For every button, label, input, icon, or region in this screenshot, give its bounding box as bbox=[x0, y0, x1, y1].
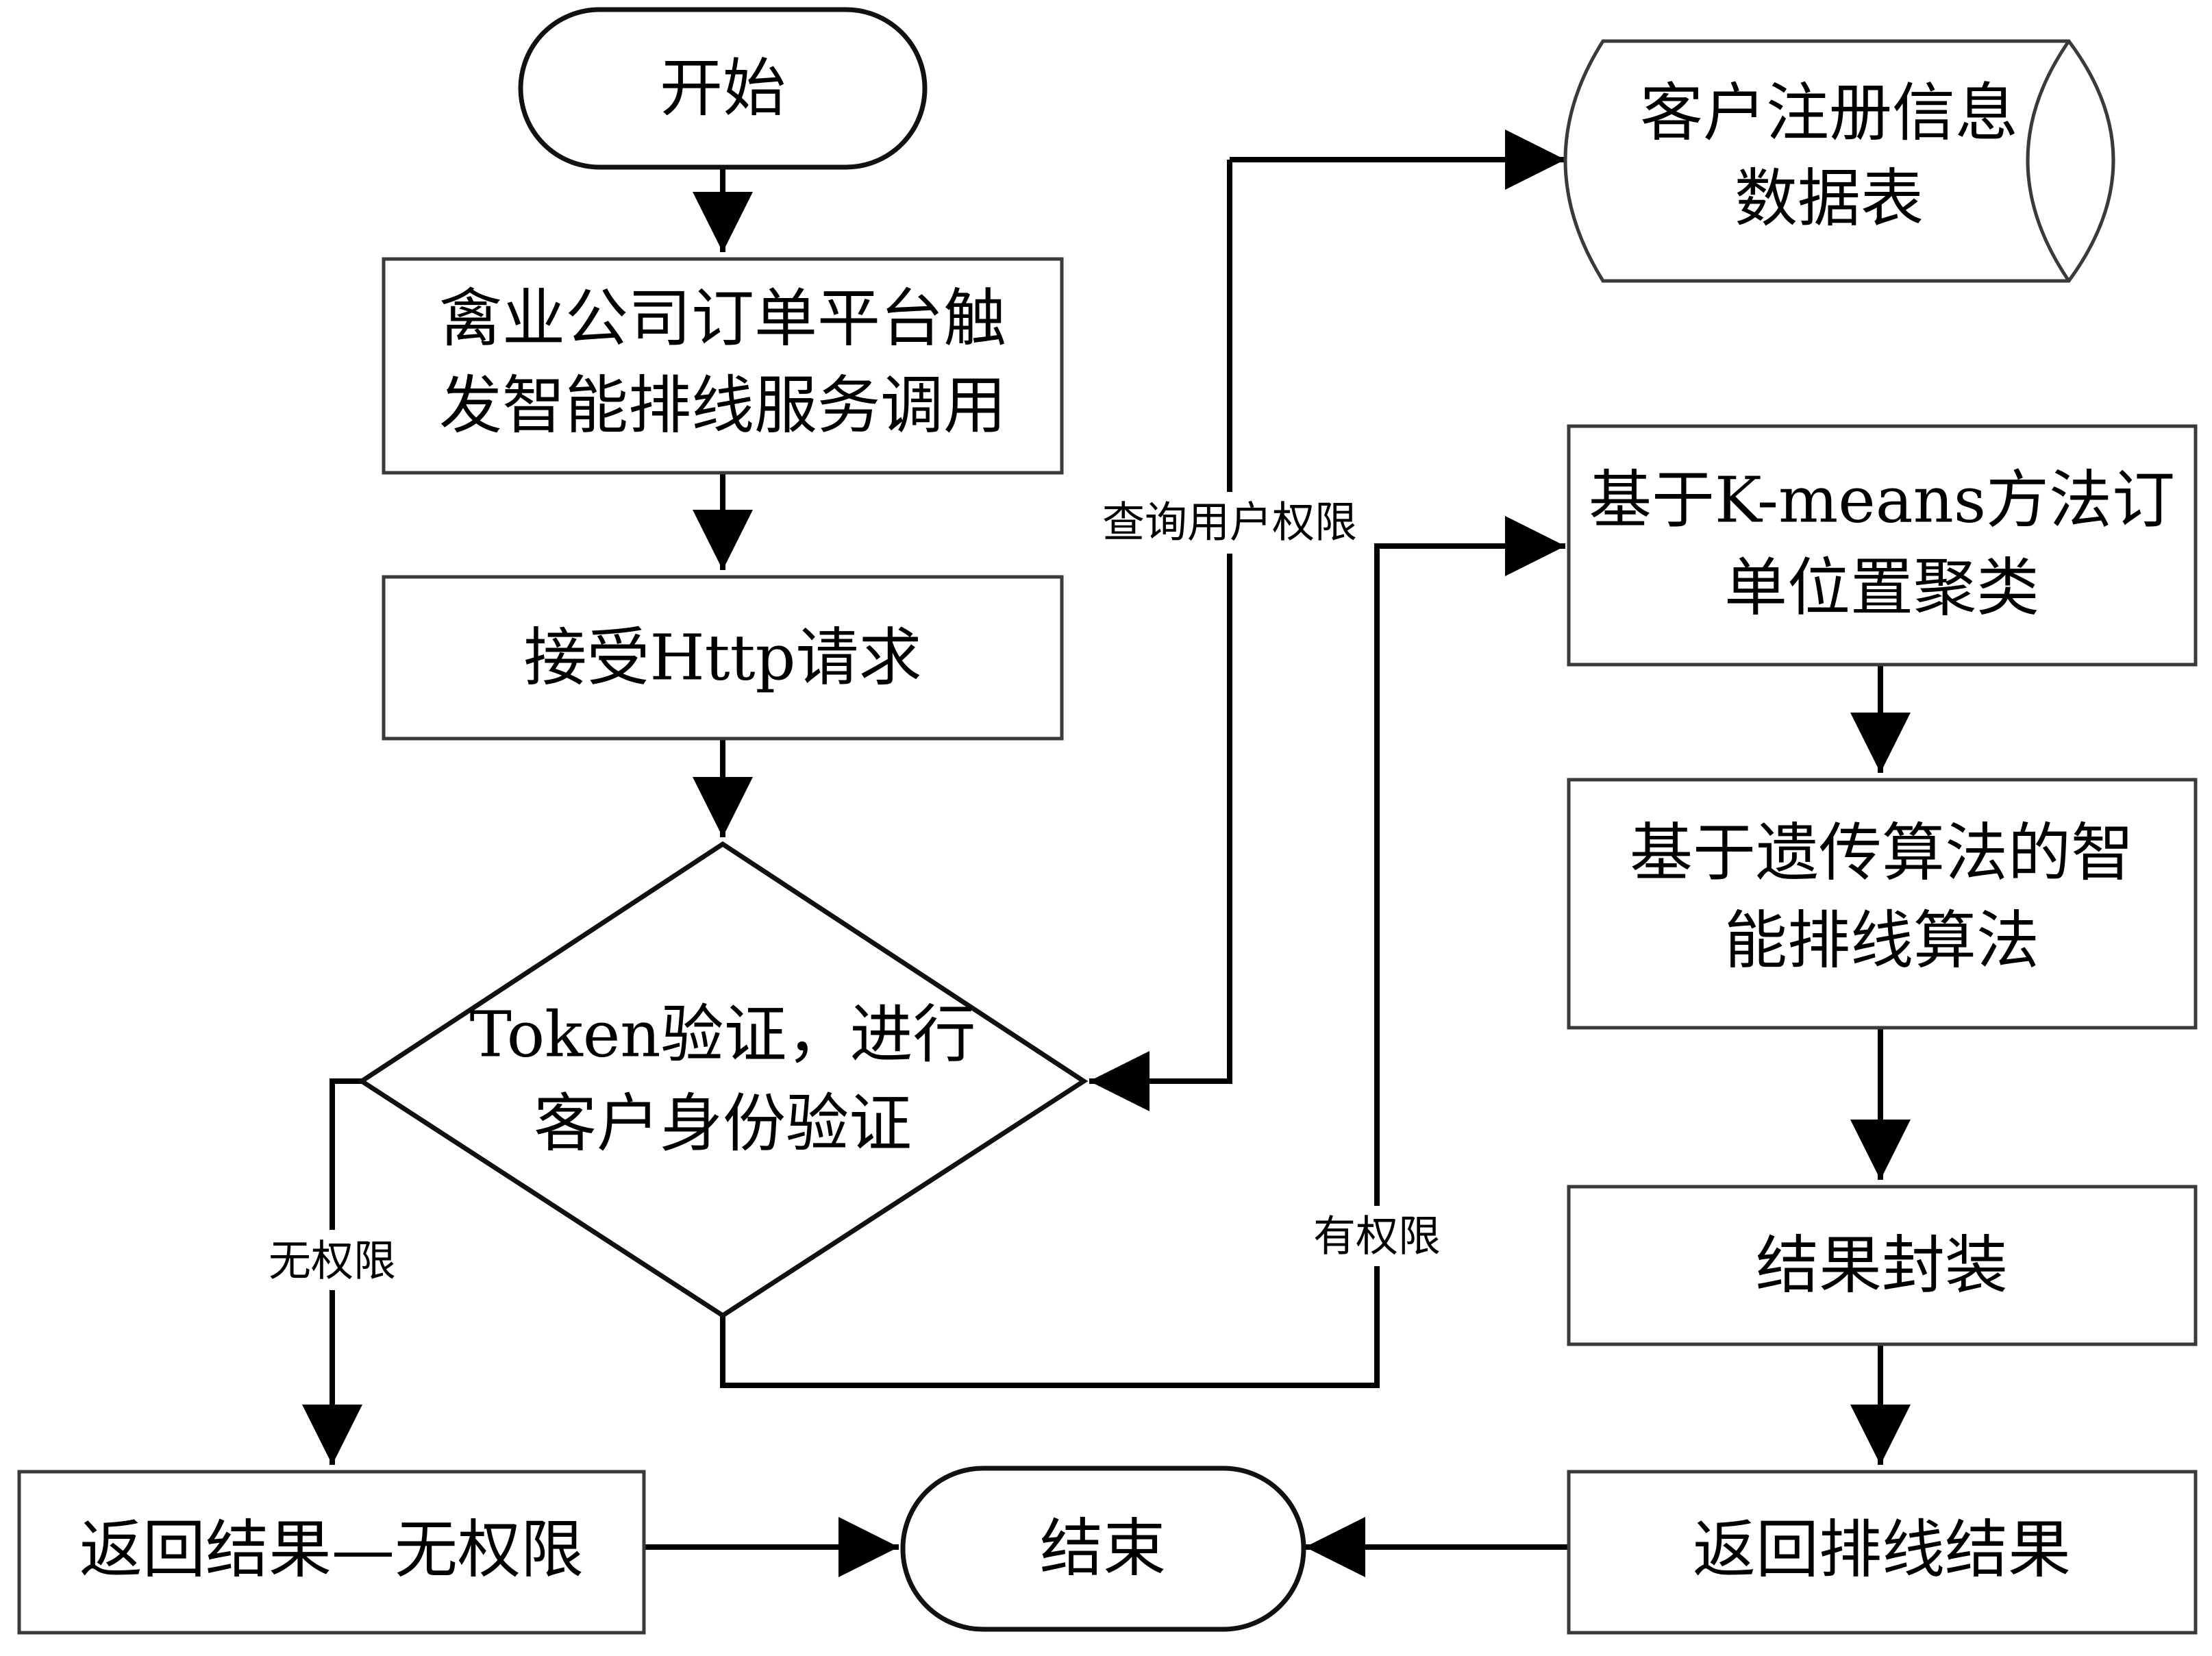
node-trigger-line1: 禽业公司订单平台触 bbox=[439, 282, 1006, 356]
node-return-result-label: 返回排线结果 bbox=[1693, 1513, 2071, 1587]
node-trigger-line2: 发智能排线服务调用 bbox=[439, 369, 1006, 443]
node-http: 接受Http请求 bbox=[382, 575, 1064, 741]
edge-label-no: 无权限 bbox=[269, 1236, 396, 1286]
edge-decision-kmeans bbox=[720, 516, 1565, 1388]
node-package-label: 结果封装 bbox=[1756, 1229, 2008, 1302]
node-start-label: 开始 bbox=[660, 52, 786, 125]
node-decision-line2: 客户身份验证 bbox=[534, 1087, 912, 1161]
node-http-label: 接受Http请求 bbox=[523, 621, 921, 695]
node-ga-line1: 基于遗传算法的智 bbox=[1630, 817, 2134, 890]
node-db: 客户注册信息 数据表 bbox=[1563, 39, 2115, 283]
node-end-label: 结束 bbox=[1040, 1512, 1166, 1585]
node-end: 结束 bbox=[900, 1466, 1306, 1632]
edge-decision-noperm bbox=[302, 1078, 362, 1465]
node-decision-line1: Token验证，进行 bbox=[469, 998, 975, 1072]
edges bbox=[302, 129, 1911, 1577]
node-trigger: 禽业公司订单平台触 发智能排线服务调用 bbox=[382, 257, 1064, 475]
node-db-line2: 数据表 bbox=[1735, 162, 1924, 236]
edge-label-query: 查询用户权限 bbox=[1102, 497, 1357, 547]
node-ga-line2: 能排线算法 bbox=[1724, 904, 2039, 978]
node-package: 结果封装 bbox=[1567, 1185, 2198, 1346]
edge-db-decision bbox=[1089, 160, 1232, 1111]
node-kmeans-line1: 基于K-means方法订 bbox=[1589, 464, 2175, 537]
node-return-noperm-label: 返回结果—无权限 bbox=[79, 1513, 584, 1587]
node-return-result: 返回排线结果 bbox=[1567, 1470, 2198, 1635]
node-ga: 基于遗传算法的智 能排线算法 bbox=[1567, 778, 2198, 1030]
node-return-noperm: 返回结果—无权限 bbox=[17, 1470, 646, 1635]
node-start: 开始 bbox=[518, 7, 928, 170]
node-kmeans: 基于K-means方法订 单位置聚类 bbox=[1567, 424, 2198, 667]
node-db-line1: 客户注册信息 bbox=[1640, 77, 2018, 150]
edge-labels: 查询用户权限 有权限 无权限 bbox=[260, 492, 1449, 1290]
node-kmeans-line2: 单位置聚类 bbox=[1724, 552, 2039, 625]
edge-label-yes: 有权限 bbox=[1313, 1211, 1441, 1261]
node-decision: Token验证，进行 客户身份验证 bbox=[357, 841, 1089, 1319]
